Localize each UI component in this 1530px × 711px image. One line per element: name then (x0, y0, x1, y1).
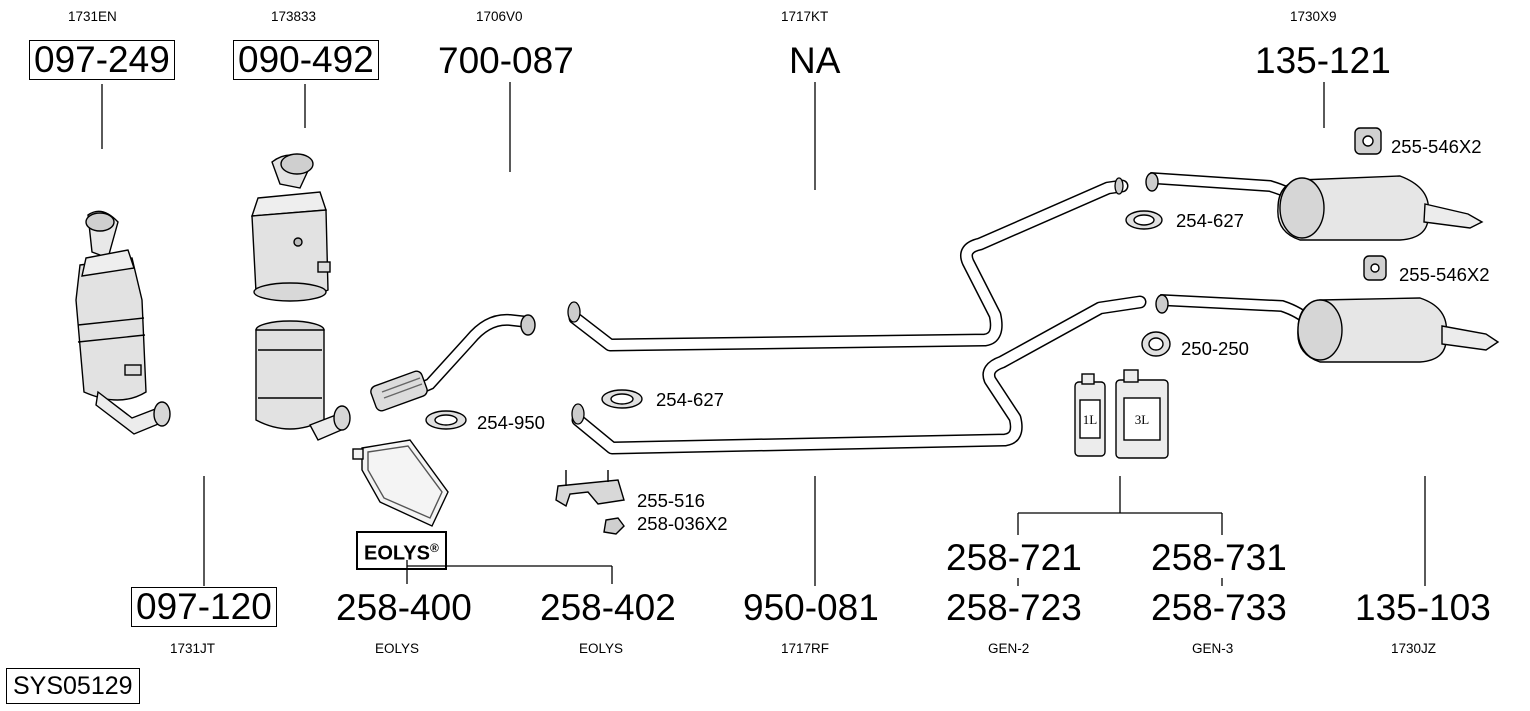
part-label[interactable]: 254-950 (477, 412, 545, 433)
part-label[interactable]: 255-546X2 (1399, 264, 1490, 285)
top-code-5: 1730X9 (1290, 9, 1337, 24)
bracket-icon (555, 470, 625, 508)
mount-rubber-lower (1363, 255, 1387, 281)
part-number[interactable]: 950-081 (743, 587, 879, 628)
clamp-icon-4 (425, 410, 467, 430)
part-number-box[interactable]: 097-249 (29, 40, 175, 80)
part-number[interactable]: 135-121 (1255, 40, 1391, 81)
system-id-box: SYS05129 (6, 668, 140, 704)
part-number[interactable]: 258-402 (540, 587, 676, 628)
catalytic-converter-1 (75, 210, 171, 435)
part-number[interactable]: NA (789, 40, 841, 81)
intermediate-pipe-upper (567, 177, 1129, 352)
part-label[interactable]: 254-627 (656, 389, 724, 410)
top-code-1: 1731EN (68, 9, 117, 24)
clamp-icon-2 (1141, 331, 1171, 357)
top-code-2: 173833 (271, 9, 317, 24)
top-code-4: 1717KT (781, 9, 829, 24)
top-code-3: 1706V0 (476, 9, 523, 24)
bottom-code: GEN-2 (988, 641, 1030, 656)
intermediate-pipe-lower (571, 295, 1147, 455)
part-number-box[interactable]: 097-120 (131, 587, 277, 627)
nut-icon (603, 517, 625, 535)
bottom-code: EOLYS (579, 641, 624, 656)
part-number[interactable]: 258-400 (336, 587, 472, 628)
bottom-code: 1717RF (781, 641, 830, 656)
rear-silencer-upper (1145, 172, 1484, 241)
eolys-badge: EOLYS® (356, 531, 447, 570)
clamp-icon-3 (601, 389, 643, 409)
part-number[interactable]: 258-731 (1151, 537, 1287, 578)
bottom-code: 1730JZ (1391, 641, 1437, 656)
eolys-tank (352, 439, 449, 527)
part-number-box[interactable]: 090-492 (233, 40, 379, 80)
part-number[interactable]: 258-733 (1151, 587, 1287, 628)
part-number[interactable]: 700-087 (438, 40, 574, 81)
eolys-badge-text: EOLYS (364, 542, 430, 565)
part-label[interactable]: 254-627 (1176, 210, 1244, 231)
flex-front-pipe (370, 313, 536, 412)
part-number[interactable]: 258-723 (946, 587, 1082, 628)
part-label[interactable]: 258-036X2 (637, 513, 728, 534)
part-label[interactable]: 255-546X2 (1391, 136, 1482, 157)
part-label[interactable]: 250-250 (1181, 338, 1249, 359)
can-label-3l: 3L (1135, 412, 1150, 427)
bottom-code: EOLYS (375, 641, 420, 656)
fluid-can-1l (1074, 373, 1106, 457)
can-label-1l: 1L (1083, 412, 1098, 427)
bottom-code: GEN-3 (1192, 641, 1234, 656)
registered-mark: ® (429, 541, 439, 555)
leader-lines (101, 82, 1426, 586)
part-number[interactable]: 135-103 (1355, 587, 1491, 628)
rear-silencer-lower (1155, 294, 1500, 363)
mount-rubber-upper (1354, 127, 1382, 155)
particle-filter-lower (255, 320, 351, 441)
fluid-can-3l (1115, 369, 1169, 459)
part-number[interactable]: 258-721 (946, 537, 1082, 578)
bottom-code: 1731JT (170, 641, 216, 656)
part-label[interactable]: 255-516 (637, 490, 705, 511)
clamp-icon-1 (1125, 210, 1163, 230)
particle-filter-upper (251, 153, 331, 302)
